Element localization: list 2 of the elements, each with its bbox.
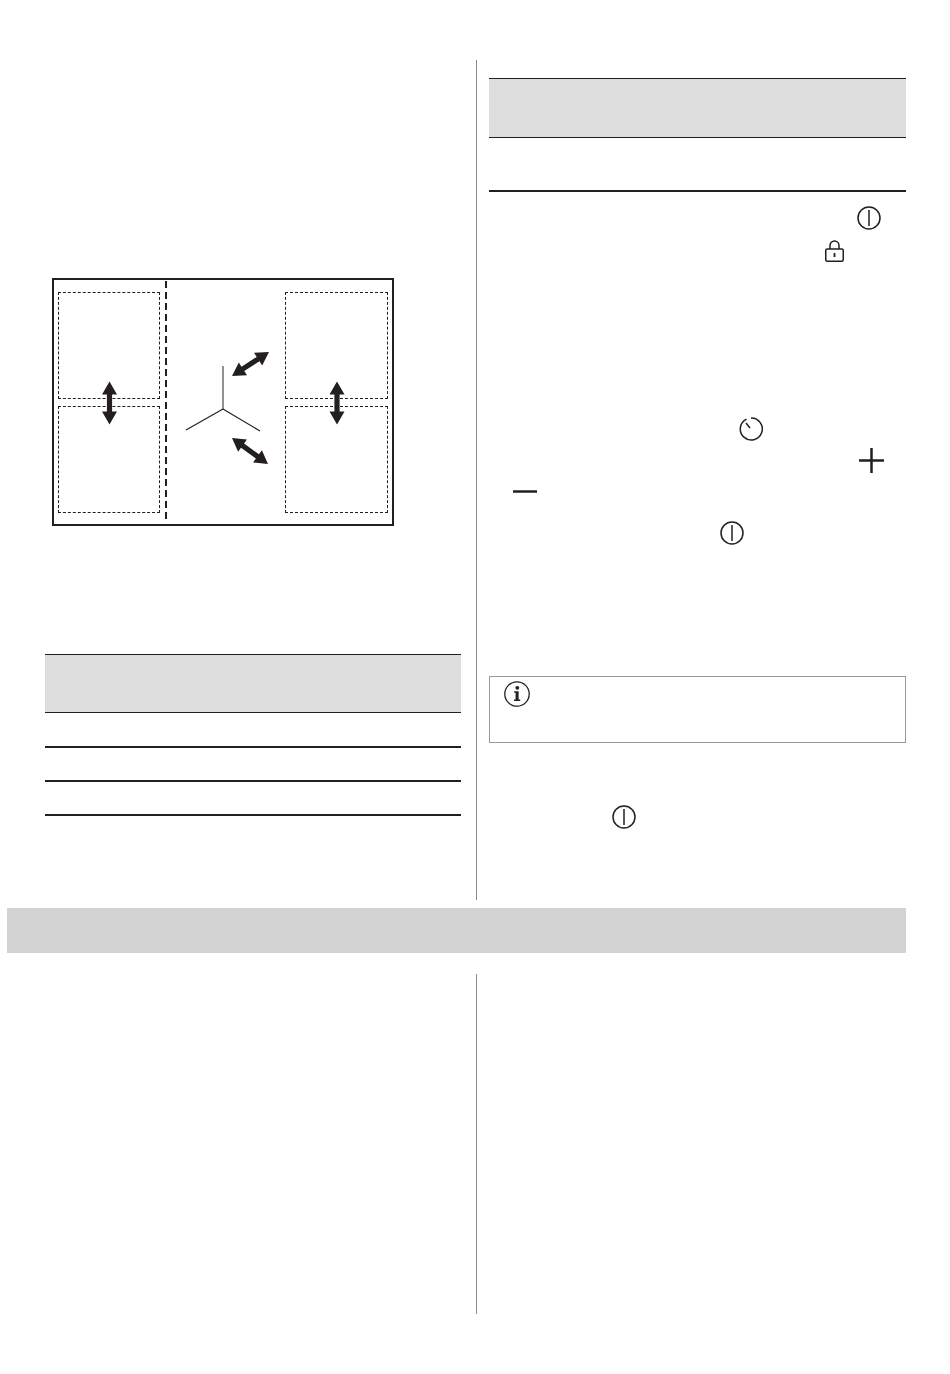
double-arrow [102,381,117,425]
double-arrow [329,381,345,425]
